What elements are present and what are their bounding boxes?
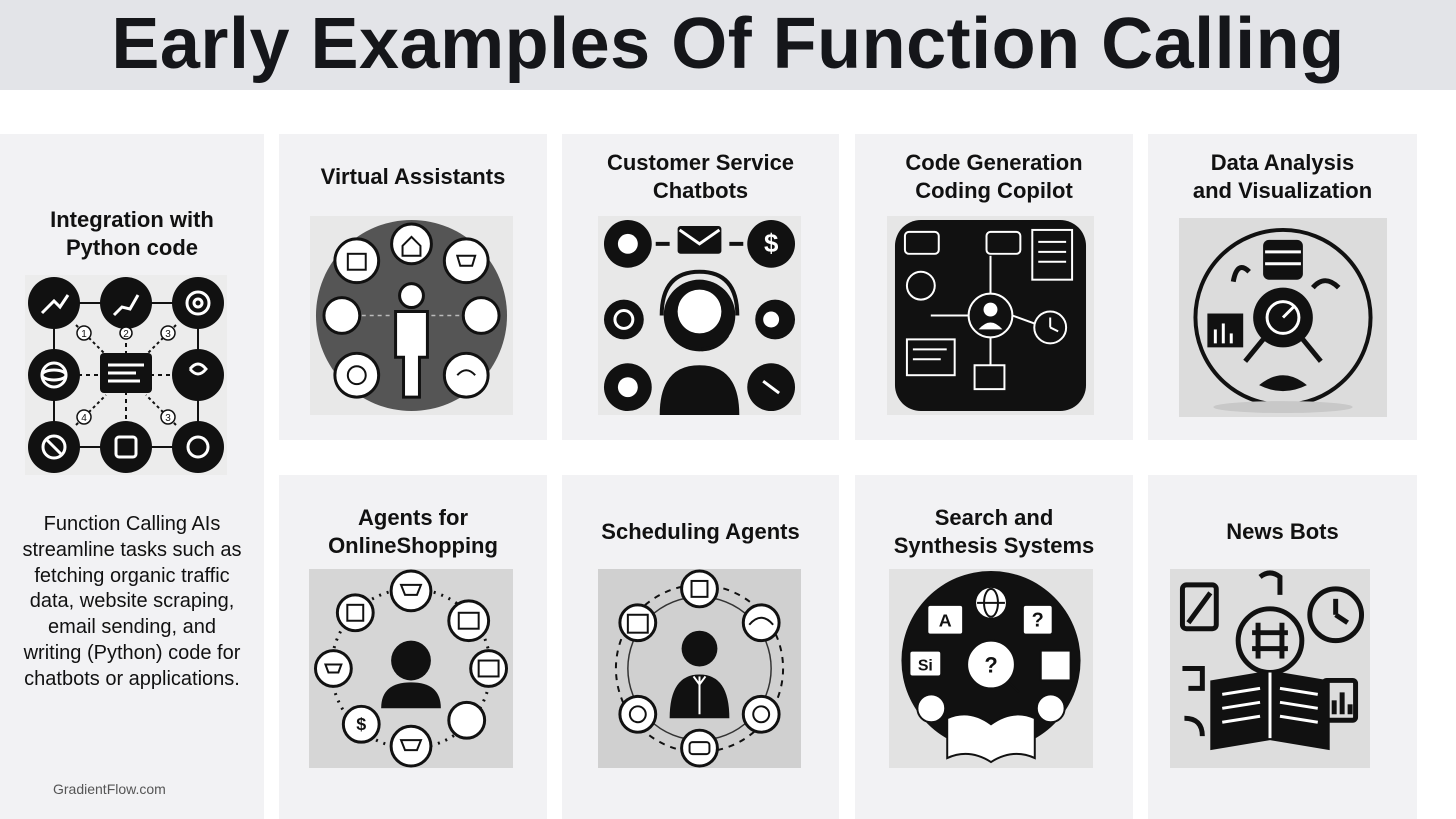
card-title-line: Data Analysis (1210, 150, 1355, 175)
question-mark: ? (984, 652, 997, 677)
news-bots-card: News Bots (1148, 475, 1417, 819)
description-line: email sending, and (48, 616, 216, 639)
python-integration-title: Integration with Python code (0, 206, 264, 262)
card-title: News Bots (1148, 518, 1417, 546)
card-title: Agents for OnlineShopping (279, 504, 547, 560)
customer-service-illustration: $ (598, 216, 801, 415)
dollar-symbol: $ (764, 230, 779, 258)
function-calling-description: Function Calling AIs streamline tasks su… (0, 512, 264, 693)
search-synthesis-illustration: A Si ? ? (889, 569, 1093, 768)
card-title-line: and Visualization (1192, 178, 1373, 203)
card-title-line: Chatbots (652, 178, 749, 203)
data-analysis-illustration (1179, 218, 1387, 417)
card-title: Virtual Assistants (279, 163, 547, 191)
page-title: Early Examples Of Function Calling (111, 4, 1345, 84)
news-bots-illustration (1170, 569, 1370, 768)
step-label: 3 (165, 329, 171, 340)
card-title: Code Generation Coding Copilot (855, 149, 1133, 205)
step-label: 3 (165, 413, 171, 424)
card-title-line: Synthesis Systems (893, 533, 1095, 558)
description-line: fetching organic traffic (34, 564, 230, 587)
card-title: Scheduling Agents (562, 518, 839, 546)
code-generation-card: Code Generation Coding Copilot (855, 134, 1133, 440)
description-line: writing (Python) code for (23, 641, 241, 664)
step-label: 2 (123, 329, 129, 340)
card-title: Customer Service Chatbots (562, 149, 839, 205)
si-text: Si (918, 657, 933, 674)
card-title-line: Search and (934, 505, 1054, 530)
scheduling-agents-card: Scheduling Agents (562, 475, 839, 819)
description-line: streamline tasks such as (22, 538, 242, 561)
title-bar (0, 0, 1456, 90)
card-title-line: Virtual Assistants (320, 164, 506, 189)
dollar-symbol: $ (356, 714, 366, 734)
online-shopping-card: Agents for OnlineShopping $ (279, 475, 547, 819)
virtual-assistants-card: Virtual Assistants (279, 134, 547, 440)
online-shopping-illustration: $ (309, 569, 513, 768)
description-line: chatbots or applications. (24, 667, 240, 690)
python-integration-illustration: 1 2 3 4 3 (25, 275, 227, 475)
step-label: 1 (81, 329, 87, 340)
card-title: Search and Synthesis Systems (855, 504, 1133, 560)
description-line: Function Calling AIs (43, 513, 221, 535)
python-integration-title-line1: Integration with (50, 207, 214, 232)
card-title-line: Agents for (358, 505, 468, 530)
data-analysis-card: Data Analysis and Visualization (1148, 134, 1417, 440)
python-integration-panel: Integration with Python code (0, 134, 264, 819)
card-title-line: OnlineShopping (328, 533, 498, 558)
customer-service-card: Customer Service Chatbots (562, 134, 839, 440)
card-title-line: Coding Copilot (915, 178, 1073, 203)
card-title-line: Scheduling Agents (601, 519, 800, 544)
description-line: data, website scraping, (29, 590, 235, 613)
card-title-line: Code Generation (905, 150, 1083, 175)
card-title-line: News Bots (1226, 519, 1339, 544)
virtual-assistant-illustration (310, 216, 513, 415)
letter-a: A (939, 611, 952, 631)
credit-text: GradientFlow.com (53, 781, 166, 797)
card-title: Data Analysis and Visualization (1148, 149, 1417, 205)
scheduling-agents-illustration (598, 569, 801, 768)
code-generation-illustration (887, 216, 1094, 415)
search-synthesis-card: Search and Synthesis Systems A Si ? ? (855, 475, 1133, 819)
card-title-line: Customer Service (606, 150, 795, 175)
step-label: 4 (81, 413, 87, 424)
question-mark: ? (1032, 610, 1044, 632)
python-integration-title-line2: Python code (65, 235, 198, 260)
